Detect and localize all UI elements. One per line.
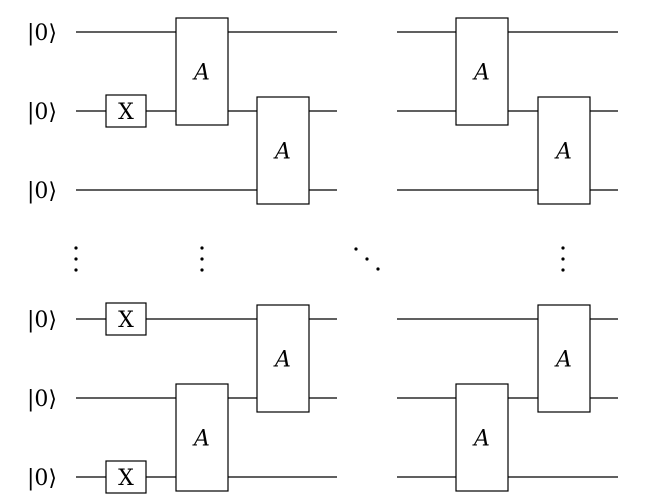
a-gate: A — [175, 17, 229, 126]
diagonal-ellipsis — [354, 247, 380, 271]
a-gate-box — [256, 304, 310, 413]
x-gate-label: X — [118, 100, 134, 125]
a-gate: A — [537, 304, 591, 413]
a-gate-label: A — [472, 61, 490, 86]
a-gate: A — [537, 96, 591, 205]
qubit-wires — [76, 31, 618, 478]
qubit-labels: |0⟩ |0⟩ |0⟩ |0⟩ |0⟩ |0⟩ — [27, 21, 57, 491]
qubit-label-5: |0⟩ — [27, 466, 57, 491]
ellipsis-dot — [200, 246, 204, 250]
x-gate: X — [105, 94, 147, 128]
x-gate-label: X — [118, 466, 134, 491]
qubit-label-4: |0⟩ — [27, 387, 57, 412]
qubit-label-2: |0⟩ — [27, 179, 57, 204]
ellipsis-dots — [74, 246, 565, 272]
a-gate: A — [175, 383, 229, 492]
ellipsis-dot — [74, 257, 78, 261]
a-gate: A — [256, 304, 310, 413]
ellipsis-dot — [561, 257, 565, 261]
a-gate-box — [455, 17, 509, 126]
x-gate-label: X — [118, 308, 134, 333]
a-gate-box — [175, 17, 229, 126]
x-gate-box — [105, 302, 147, 336]
x-gate-box — [105, 460, 147, 494]
ellipsis-dot — [74, 268, 78, 272]
vertical-ellipsis — [561, 246, 565, 272]
ellipsis-dot — [354, 247, 358, 251]
ellipsis-dot — [365, 257, 369, 261]
a-gate-label: A — [273, 140, 291, 165]
x-gate: X — [105, 302, 147, 336]
a-gate-label: A — [554, 348, 572, 373]
qubit-label-1: |0⟩ — [27, 100, 57, 125]
gates: X X X A A A A A A A A — [105, 17, 591, 494]
vertical-ellipsis — [200, 246, 204, 272]
qubit-label-0: |0⟩ — [27, 21, 57, 46]
ellipsis-dot — [561, 268, 565, 272]
a-gate-label: A — [554, 140, 572, 165]
a-gate: A — [455, 17, 509, 126]
a-gate-box — [455, 383, 509, 492]
ellipsis-dot — [200, 257, 204, 261]
qubit-label-3: |0⟩ — [27, 308, 57, 333]
a-gate-box — [175, 383, 229, 492]
ellipsis-dot — [561, 246, 565, 250]
x-gate: X — [105, 460, 147, 494]
a-gate-label: A — [273, 348, 291, 373]
vertical-ellipsis — [74, 246, 78, 272]
a-gate-label: A — [192, 61, 210, 86]
x-gate-box — [105, 94, 147, 128]
a-gate: A — [256, 96, 310, 205]
ellipsis-dot — [74, 246, 78, 250]
a-gate: A — [455, 383, 509, 492]
a-gate-box — [256, 96, 310, 205]
a-gate-box — [537, 96, 591, 205]
a-gate-label: A — [192, 427, 210, 452]
a-gate-box — [537, 304, 591, 413]
a-gate-label: A — [472, 427, 490, 452]
ellipsis-dot — [376, 267, 380, 271]
ellipsis-dot — [200, 268, 204, 272]
